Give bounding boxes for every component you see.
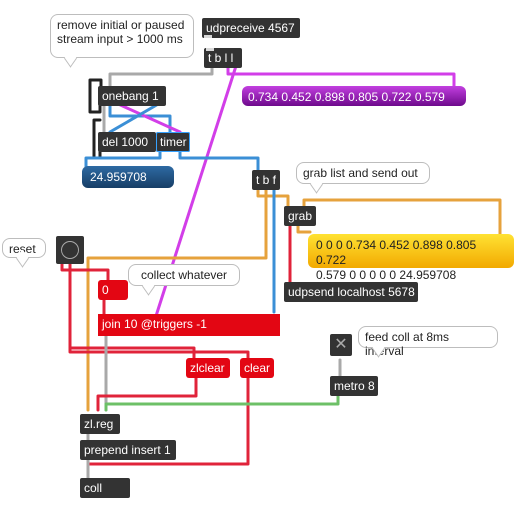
cord-reset-zero bbox=[60, 262, 110, 282]
reset-bang-button[interactable] bbox=[56, 236, 84, 264]
clear-label: clear bbox=[244, 361, 271, 375]
list-display-value: 0.734 0.452 0.898 0.805 0.722 0.579 bbox=[248, 90, 445, 104]
zlreg-object[interactable]: zl.reg bbox=[80, 414, 120, 434]
comment-feed-coll: feed coll at 8ms interval bbox=[358, 326, 498, 358]
timer-number-box[interactable]: 24.959708 bbox=[82, 166, 174, 188]
join-object[interactable]: join 10 @triggers -1 bbox=[98, 314, 280, 336]
cord-tbll-onebang bbox=[108, 64, 214, 88]
udpsend-label: udpsend localhost 5678 bbox=[288, 285, 415, 299]
udpreceive-label: udpreceive 4567 bbox=[206, 21, 295, 35]
onebang-object[interactable]: onebang 1 bbox=[98, 86, 166, 106]
cord-grab-yellow-right bbox=[302, 198, 502, 238]
zero-message-box[interactable]: 0 bbox=[98, 280, 128, 300]
cord-onebang-timer-purple bbox=[114, 101, 182, 134]
tbll-object[interactable]: t b l l bbox=[204, 48, 242, 68]
output-list-message-box[interactable]: 0 0 0 0.734 0.452 0.898 0.805 0.722 0.57… bbox=[308, 234, 514, 282]
list-message-box[interactable]: 0.734 0.452 0.898 0.805 0.722 0.579 bbox=[242, 86, 466, 106]
tbf-object[interactable]: t b f bbox=[252, 170, 280, 190]
timer-value: 24.959708 bbox=[90, 170, 147, 184]
timer-label: timer bbox=[160, 135, 187, 149]
tbll-label: t b l l bbox=[208, 51, 234, 65]
zlclear-label: zlclear bbox=[190, 361, 225, 375]
clear-message-box[interactable]: clear bbox=[240, 358, 274, 378]
metro-toggle[interactable]: ✕ bbox=[330, 334, 352, 356]
prepend-object[interactable]: prepend insert 1 bbox=[80, 440, 176, 460]
cord-tbf-orange-left bbox=[86, 186, 268, 412]
cord-timer-tbf bbox=[178, 148, 260, 172]
del-object[interactable]: del 1000 bbox=[98, 132, 156, 152]
metro-label: metro 8 bbox=[334, 379, 375, 393]
cord-zlclear-zlreg bbox=[96, 374, 198, 412]
bang-icon bbox=[61, 241, 79, 259]
cord-metro-zlreg bbox=[104, 392, 340, 412]
coll-object[interactable]: coll bbox=[80, 478, 130, 498]
prepend-label: prepend insert 1 bbox=[84, 443, 171, 457]
tbll-inlet[interactable] bbox=[206, 48, 214, 51]
zlreg-label: zl.reg bbox=[84, 417, 114, 431]
cord-reset-clear bbox=[68, 262, 250, 360]
comment-remove-paused: remove initial or paused stream input > … bbox=[50, 14, 194, 58]
output-list-line-2: 0.579 0 0 0 0 0 24.959708 bbox=[316, 268, 457, 282]
metro-object[interactable]: metro 8 bbox=[330, 376, 378, 396]
cord-onebang-black bbox=[88, 78, 103, 114]
x-icon: ✕ bbox=[334, 336, 348, 353]
comment-grab-list: grab list and send out bbox=[296, 162, 430, 184]
comment-reset: reset bbox=[2, 238, 46, 258]
udpreceive-outlet[interactable] bbox=[204, 35, 212, 38]
join-label: join 10 @triggers -1 bbox=[102, 317, 207, 331]
zlclear-message-box[interactable]: zlclear bbox=[186, 358, 230, 378]
udpreceive-object[interactable]: udpreceive 4567 bbox=[202, 18, 300, 38]
cord-onebang-del-cross bbox=[108, 101, 162, 134]
udpsend-object[interactable]: udpsend localhost 5678 bbox=[284, 282, 418, 302]
coll-label: coll bbox=[84, 481, 103, 495]
del-label: del 1000 bbox=[102, 135, 149, 149]
onebang-label: onebang 1 bbox=[102, 89, 159, 103]
grab-label: grab bbox=[288, 209, 313, 223]
zero-label: 0 bbox=[102, 283, 109, 297]
grab-object[interactable]: grab bbox=[284, 206, 316, 226]
cord-tbll-purple bbox=[226, 64, 456, 92]
timer-object[interactable]: timer bbox=[156, 132, 190, 152]
comment-collect: collect whatever bbox=[128, 264, 240, 286]
output-list-line-1: 0 0 0 0.734 0.452 0.898 0.805 0.722 bbox=[316, 238, 477, 267]
tbf-label: t b f bbox=[256, 173, 277, 187]
cord-timer-number bbox=[84, 148, 162, 170]
